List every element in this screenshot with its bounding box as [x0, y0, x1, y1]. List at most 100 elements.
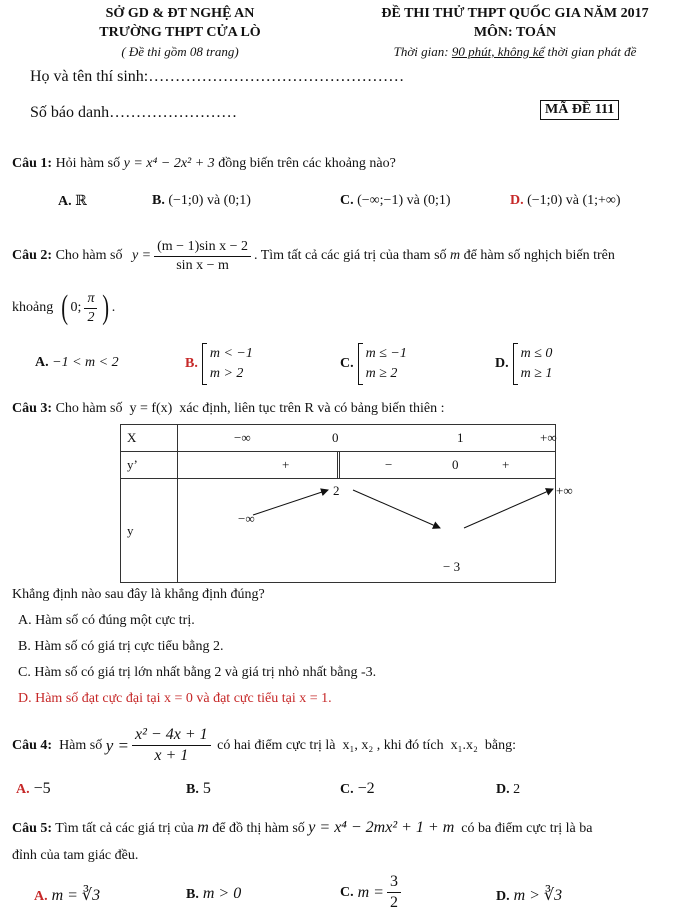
- q4-numerator: x² − 4x + 1: [132, 725, 211, 746]
- q2-denominator: sin x − m: [176, 257, 229, 273]
- left-paren: (: [61, 289, 69, 326]
- system-top: m < −1: [209, 346, 253, 361]
- question-4-label: Câu 4:: [12, 737, 53, 753]
- q2-interval-a: 0;: [70, 300, 82, 315]
- arrow-down: [352, 489, 441, 529]
- q5-param: m: [197, 819, 209, 836]
- option-key: D.: [495, 356, 509, 371]
- q5-formula: y = x⁴ − 2mx² + 1 + m: [308, 819, 455, 836]
- fraction-num: 3: [386, 872, 401, 893]
- two: 2: [87, 309, 95, 325]
- option-key: A.: [35, 355, 49, 370]
- option-key: C.: [340, 782, 354, 797]
- sign-plus-1: +: [282, 457, 290, 472]
- option-key: C.: [340, 193, 354, 208]
- q2-y-eq: y =: [131, 248, 152, 263]
- system-top: m ≤ −1: [365, 346, 407, 361]
- q3-text: Cho hàm số y = f(x) xác định, liên tục t…: [52, 401, 445, 416]
- q3-option-d[interactable]: D. Hàm số đạt cực đại tại x = 0 và đạt c…: [18, 691, 332, 706]
- option-text: ℝ: [75, 194, 87, 209]
- q1-option-a[interactable]: A. ℝ: [58, 193, 87, 210]
- option-key: D.: [510, 193, 524, 208]
- option-system: m < −1 m > 2: [210, 344, 253, 384]
- q2-interval-label: khoảng: [12, 300, 54, 315]
- y-pos-inf: +∞: [556, 483, 573, 498]
- q3-option-a[interactable]: A. Hàm số có đúng một cực trị.: [18, 613, 195, 628]
- pi: π: [84, 290, 98, 309]
- q3-option-b[interactable]: B. Hàm số có giá trị cực tiểu bằng 2.: [18, 639, 224, 654]
- q4-option-b[interactable]: B. 5: [186, 780, 211, 798]
- q5-text-b: để đồ thị hàm số: [208, 821, 309, 836]
- exam-title: ĐỀ THI THỬ THPT QUỐC GIA NĂM 2017: [381, 6, 649, 21]
- question-5: Câu 5: Tìm tất cả các giá trị của m để đ…: [12, 819, 592, 837]
- option-key: B.: [186, 782, 199, 797]
- option-text: 2: [513, 782, 521, 797]
- time-underlined: 90 phút, không kể: [451, 44, 545, 59]
- sign-minus: −: [385, 457, 393, 472]
- row-y-values: −∞ 2 − 3 +∞: [177, 478, 573, 583]
- option-text: −2: [357, 780, 375, 797]
- q1-option-b[interactable]: B. (−1;0) và (0;1): [152, 193, 251, 209]
- x-zero: 0: [332, 430, 339, 445]
- time-suffix: thời gian phát đề: [544, 44, 637, 59]
- question-3-label: Câu 3:: [12, 401, 53, 416]
- q2-text-a: Cho hàm số: [52, 248, 126, 263]
- row-x-label: X: [120, 424, 178, 452]
- arrow-up-1: [252, 488, 329, 516]
- q1-option-d[interactable]: D. (−1;0) và (1;+∞): [510, 193, 621, 209]
- system-bottom: m ≥ 1: [520, 366, 553, 381]
- option-key: B.: [186, 887, 199, 902]
- sign-zero: 0: [452, 457, 459, 472]
- q5-option-a[interactable]: A. m = ∛3: [34, 885, 100, 905]
- q4-option-d[interactable]: D. 2: [496, 782, 520, 798]
- q1-text-a: Hỏi hàm số: [52, 156, 124, 171]
- q3-option-c[interactable]: C. Hàm số có giá trị lớn nhất bằng 2 và …: [18, 665, 377, 680]
- system-bottom: m ≥ 2: [365, 366, 398, 381]
- period: .: [111, 300, 116, 315]
- variation-arrows: [252, 488, 554, 529]
- option-text: m > ∛3: [513, 887, 563, 904]
- option-key: A.: [34, 889, 48, 904]
- q1-formula: y = x⁴ − 2x² + 3: [123, 156, 215, 171]
- option-key: A.: [58, 194, 72, 209]
- system-bottom: m > 2: [209, 366, 244, 381]
- row-x-values: −∞ 0 1 +∞: [177, 424, 557, 452]
- q2-option-a[interactable]: A. −1 < m < 2: [35, 355, 119, 371]
- q4-y-eq: y =: [105, 735, 130, 755]
- q4-option-a[interactable]: A. −5: [16, 780, 51, 798]
- question-2-label: Câu 2:: [12, 248, 53, 263]
- q2-param: m: [446, 248, 464, 263]
- bracket: [512, 343, 518, 385]
- option-text: m = ∛3: [51, 887, 101, 904]
- yp-divider: [337, 452, 340, 479]
- q1-option-c[interactable]: C. (−∞;−1) và (0;1): [340, 193, 451, 209]
- option-key: C.: [340, 884, 354, 900]
- y-min: − 3: [443, 559, 461, 574]
- q4-option-c[interactable]: C. −2: [340, 780, 375, 798]
- option-text: m > 0: [202, 885, 242, 902]
- q5-text-a: Tìm tất cả các giá trị của: [52, 821, 198, 836]
- option-key: A.: [16, 782, 30, 797]
- row-yp-label: y’: [120, 451, 178, 479]
- q2-text-c: để hàm số nghịch biến trên: [463, 248, 615, 263]
- exam-code-box: MÃ ĐỀ 111: [540, 100, 620, 120]
- x-neg-inf: −∞: [234, 430, 251, 445]
- q5-option-d[interactable]: D. m > ∛3: [496, 885, 562, 905]
- option-text: (−∞;−1) và (0;1): [357, 193, 451, 208]
- option-key: B.: [152, 193, 165, 208]
- option-key: D.: [496, 782, 510, 797]
- student-name-line: Họ và tên thí sinh:…………………………………………: [30, 68, 405, 85]
- department-name: SỞ GD & ĐT NGHỆ AN: [105, 6, 255, 21]
- subject: MÔN: TOÁN: [473, 25, 557, 40]
- bracket: [201, 343, 207, 385]
- q5-option-b[interactable]: B. m > 0: [186, 885, 241, 903]
- q5-text-c: có ba điểm cực trị là ba: [454, 821, 593, 836]
